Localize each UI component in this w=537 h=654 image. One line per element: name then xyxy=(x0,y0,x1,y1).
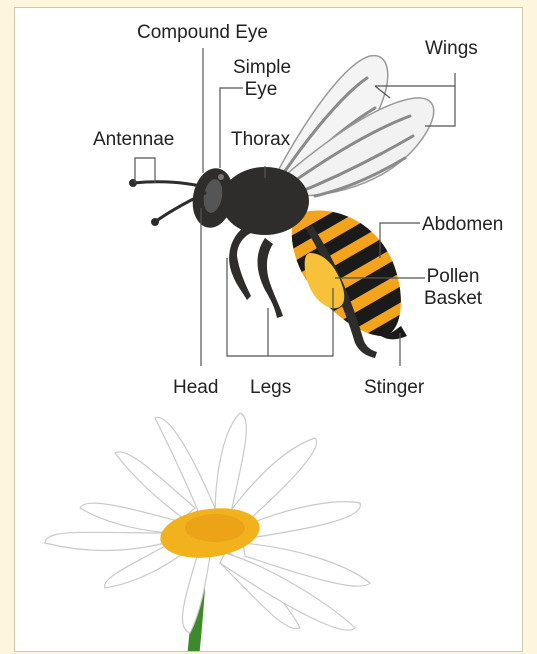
bee-body xyxy=(188,165,309,235)
label-thorax: Thorax xyxy=(231,129,290,151)
label-stinger: Stinger xyxy=(364,377,424,399)
label-antennae: Antennae xyxy=(93,129,174,151)
label-abdomen: Abdomen xyxy=(422,214,503,236)
label-compound-eye: Compound Eye xyxy=(137,22,268,44)
diagram-panel: Compound Eye Simple Eye Wings Antennae T… xyxy=(14,7,523,652)
label-simple-eye-line1: Simple xyxy=(233,57,289,79)
bee-illustration xyxy=(15,8,523,652)
label-simple-eye: Simple Eye xyxy=(233,57,289,101)
label-pollen-basket-line1: Pollen xyxy=(421,266,485,288)
label-pollen-basket: Pollen Basket xyxy=(421,266,485,310)
label-simple-eye-line2: Eye xyxy=(233,79,289,101)
label-pollen-basket-line2: Basket xyxy=(421,288,485,310)
daisy-flower xyxy=(45,413,370,652)
label-wings: Wings xyxy=(425,38,478,60)
label-legs: Legs xyxy=(250,377,291,399)
label-head: Head xyxy=(173,377,218,399)
